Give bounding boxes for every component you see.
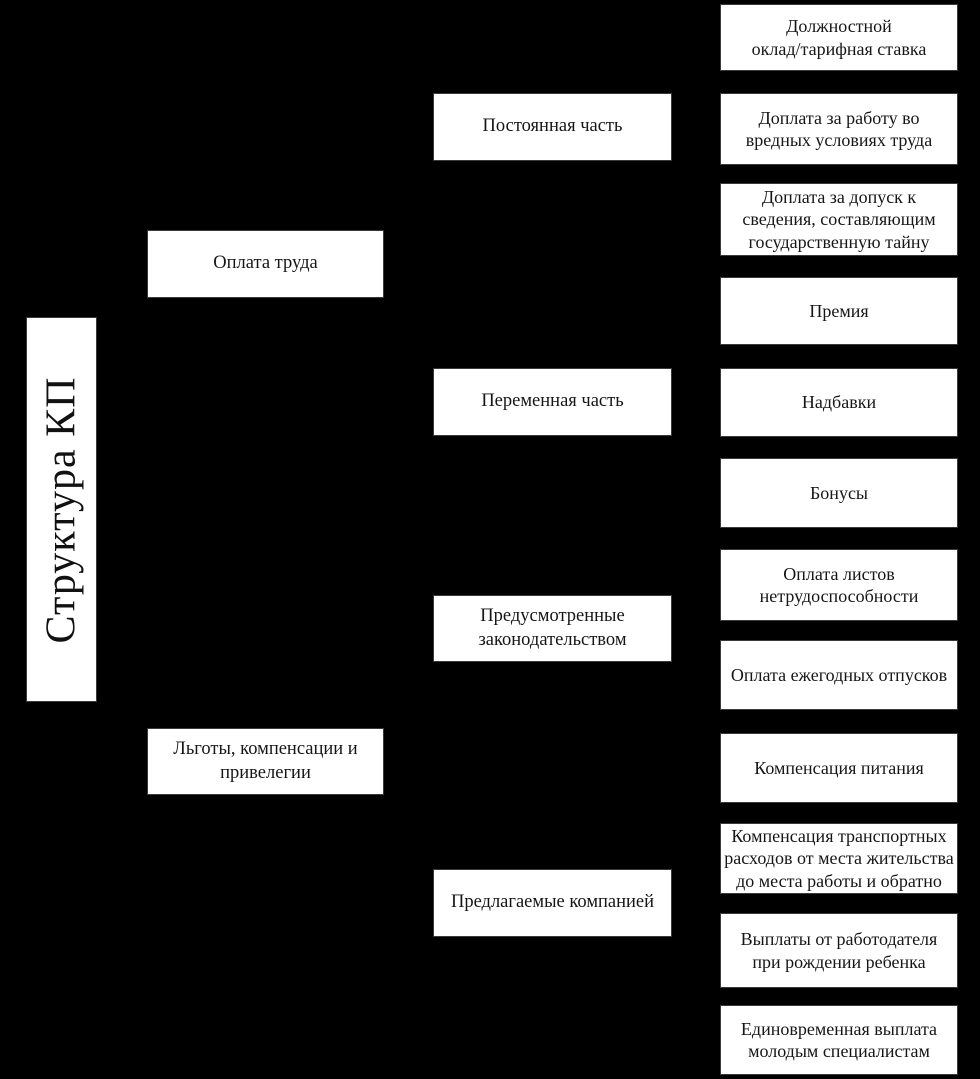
group-company-offered: Предлагаемые компанией <box>433 869 672 937</box>
leaf-transport-compensation: Компенсация транспортных расходов от мес… <box>720 823 958 894</box>
leaf-hazard-pay-label: Доплата за работу во вредных условиях тр… <box>745 107 933 151</box>
leaf-premium-label: Премия <box>809 300 869 321</box>
branch-pay-label: Оплата труда <box>213 253 318 274</box>
leaf-allowances-label: Надбавки <box>801 392 877 413</box>
leaf-state-secret-pay: Доплата за допуск к сведения, составляющ… <box>720 183 958 256</box>
leaf-young-specialist-payment-label: Единовременная выплата молодым специалис… <box>740 1018 938 1062</box>
leaf-annual-vacation-pay: Оплата ежегодных отпусков <box>720 640 958 710</box>
branch-benefits: Льготы, компенсации и привелегии <box>147 728 384 795</box>
leaf-premium: Премия <box>720 277 958 345</box>
group-company-offered-label: Предлагаемые компанией <box>450 892 655 913</box>
branch-pay: Оплата труда <box>147 230 384 298</box>
leaf-sick-leave-pay-label: Оплата листов нетрудоспособности <box>759 563 919 607</box>
leaf-sick-leave-pay: Оплата листов нетрудоспособности <box>720 549 958 621</box>
leaf-bonuses: Бонусы <box>720 458 958 528</box>
leaf-hazard-pay: Доплата за работу во вредных условиях тр… <box>720 93 958 165</box>
leaf-childbirth-payment: Выплаты от работодателя при рождении реб… <box>720 913 958 988</box>
root-label: Структура КП <box>38 376 85 643</box>
group-variable-part-label: Переменная часть <box>481 391 624 412</box>
group-statutory: Предусмотренные законодательством <box>433 595 672 662</box>
group-fixed-part: Постоянная часть <box>433 93 672 161</box>
group-statutory-label: Предусмотренные законодательством <box>478 606 627 650</box>
group-variable-part: Переменная часть <box>433 368 672 436</box>
leaf-allowances: Надбавки <box>720 368 958 437</box>
leaf-base-salary-label: Должностной оклад/тарифная ставка <box>751 16 927 59</box>
leaf-bonuses-label: Бонусы <box>809 482 869 503</box>
leaf-childbirth-payment-label: Выплаты от работодателя при рождении реб… <box>740 929 938 972</box>
leaf-meal-compensation-label: Компенсация питания <box>754 757 924 778</box>
branch-benefits-label: Льготы, компенсации и привелегии <box>173 739 358 783</box>
leaf-annual-vacation-pay-label: Оплата ежегодных отпусков <box>730 664 948 685</box>
leaf-state-secret-pay-label: Доплата за допуск к сведения, составляющ… <box>742 186 936 252</box>
leaf-transport-compensation-label: Компенсация транспортных расходов от мес… <box>724 825 954 891</box>
leaf-base-salary: Должностной оклад/тарифная ставка <box>720 4 958 71</box>
root-node-structure-kp: Структура КП <box>26 317 97 702</box>
leaf-young-specialist-payment: Единовременная выплата молодым специалис… <box>720 1005 958 1075</box>
leaf-meal-compensation: Компенсация питания <box>720 733 958 803</box>
group-fixed-part-label: Постоянная часть <box>482 116 623 137</box>
